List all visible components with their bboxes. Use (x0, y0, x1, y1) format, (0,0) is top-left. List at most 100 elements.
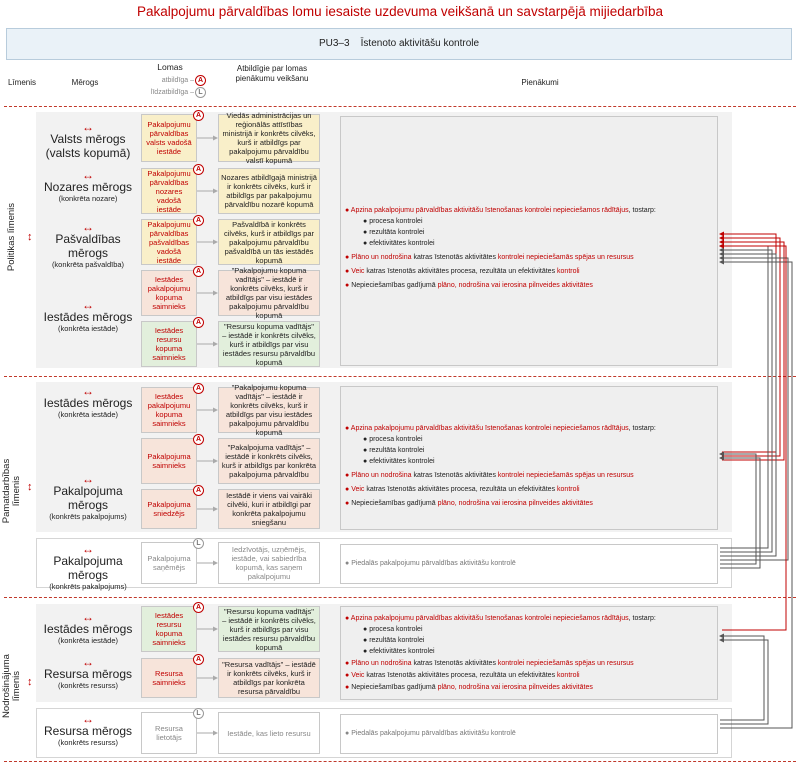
level-pamatdarbibas-arrow: ↕ (27, 481, 33, 493)
badge-a: A (193, 317, 204, 328)
scale-arrow: ↔ (82, 168, 94, 182)
header-level: Līmenis (7, 78, 36, 87)
scale-iestades-politikas: ↔ Iestādes mērogs(konkrēta iestāde) (40, 298, 136, 334)
header-roles: Lomas (157, 62, 183, 72)
separator-1 (4, 376, 796, 377)
duty-subitem: ● procesa kontrolei (363, 626, 423, 633)
duty-subitem: ● rezultāta kontrolei (363, 229, 425, 236)
legend-l-badge: L (195, 87, 206, 98)
role-pakalpojuma-saimnieks: Pakalpojuma saimnieks (141, 438, 197, 484)
badge-a: A (193, 215, 204, 226)
header-responsible: Atbildīgie par lomas pienākumu veikšanu (235, 64, 309, 83)
badge-a: A (193, 266, 204, 277)
scale-arrow: ↔ (82, 655, 94, 669)
duty-subitem: ● efektivitātes kontrolei (363, 648, 435, 655)
bullet: ● (345, 268, 350, 275)
separator-top (4, 106, 796, 107)
scale-pakalpojuma: ↔ Pakalpojuma mērogs(konkrēts pakalpojum… (38, 472, 138, 522)
process-bar: PU3–3 Īstenoto aktivitāšu kontrole (6, 28, 792, 60)
badge-a: A (193, 383, 204, 394)
scale-pasvaldibas: ↔ Pašvaldības mērogs(konkrēta pašvaldība… (40, 220, 136, 270)
scale-iestades-pamatdarbibas: ↔ Iestādes mērogs(konkrēta iestāde) (40, 384, 136, 420)
duties-nodrosinajuma: ● Apzina pakalpojumu pārvaldības aktivit… (340, 606, 718, 700)
role-pakalpojumu-kopuma-saimnieks-2: Iestādes pakalpojumu kopuma saimnieks (141, 387, 197, 433)
scale-arrow: ↔ (82, 384, 94, 398)
duty-subitem: ● efektivitātes kontrolei (363, 458, 435, 465)
legend-a-badge: A (195, 75, 206, 86)
level-nodrosinajuma: Nodrošinājuma līmenis (1, 654, 22, 718)
bullet: ● (345, 560, 350, 567)
scale-nozares: ↔ Nozares mērogs(konkrēta nozare) (40, 168, 136, 204)
level-pamatdarbibas: Pamatdarbības līmenis (1, 458, 22, 524)
bullet: ● (345, 730, 350, 737)
bullet: ● (345, 207, 350, 214)
badge-a: A (193, 164, 204, 175)
scale-resursa: ↔ Resursa mērogs(konkrēts resurss) (40, 655, 136, 691)
role-nozares-vadosa: Pakalpojumu pārvaldības nozares vadošā i… (141, 168, 197, 214)
duty-subitem: ● rezultāta kontrolei (363, 637, 425, 644)
duty-subitem: ● rezultāta kontrolei (363, 447, 425, 454)
level-politikas-arrow: ↕ (27, 231, 33, 243)
role-resursa-saimnieks: Resursa saimnieks (141, 658, 197, 698)
bullet: ● (345, 282, 350, 289)
bullet: ● (345, 500, 350, 507)
bullet: ● (345, 684, 350, 691)
scale-arrow: ↔ (82, 220, 94, 234)
process-code: PU3–3 (318, 38, 350, 49)
resp-pakalpojuma-vaditajs: "Pakalpojuma vadītājs" – iestādē ir konk… (218, 438, 320, 484)
feedback-connectors (719, 231, 793, 729)
scale-arrow: ↔ (82, 120, 94, 134)
role-resursa-lietotajs: Resursa lietotājs (141, 712, 197, 754)
badge-l: L (193, 538, 204, 549)
scale-resursa-user: ↔ Resursa mērogs(konkrēts resurss) (40, 712, 136, 748)
badge-a: A (193, 485, 204, 496)
legend-coresponsible: līdzatbildīga – (150, 89, 194, 96)
resp-resursa-vaditajs: "Resursa vadītājs" – iestādē ir konkrēts… (218, 658, 320, 698)
role-resursu-kopuma-saimnieks-2: Iestādes resursu kopuma saimnieks (141, 606, 197, 652)
resp-resursu-kopuma-vaditajs-2: "Resursu kopuma vadītājs" – iestādē ir k… (218, 606, 320, 652)
level-politikas: Politikas līmenis (6, 202, 17, 272)
role-pakalpojumu-kopuma-saimnieks: Iestādes pakalpojumu kopuma saimnieks (141, 270, 197, 316)
resp-resursa-lietotajs: Iestāde, kas lieto resursu (218, 712, 320, 754)
duty-subitem: ● efektivitātes kontrolei (363, 240, 435, 247)
scale-arrow: ↔ (82, 712, 94, 726)
role-resursu-kopuma-saimnieks: Iestādes resursu kopuma saimnieks (141, 321, 197, 367)
separator-bottom (4, 761, 796, 762)
bullet: ● (345, 660, 350, 667)
bullet: ● (345, 472, 350, 479)
duty-subitem: ● procesa kontrolei (363, 218, 423, 225)
resp-resursu-kopuma-vaditajs: "Resursu kopuma vadītājs" – iestādē ir k… (218, 321, 320, 367)
legend-responsible: atbildīga – (161, 77, 194, 84)
duties-nodrosinajuma-user: ● Piedalās pakalpojumu pārvaldības aktiv… (340, 714, 718, 754)
badge-a: A (193, 654, 204, 665)
duties-pamatdarbibas-receiver: ● Piedalās pakalpojumu pārvaldības aktiv… (340, 544, 718, 584)
resp-pasvaldibas: Pašvaldībā ir konkrēts cilvēks, kurš ir … (218, 219, 320, 265)
duty-subitem: ● procesa kontrolei (363, 436, 423, 443)
resp-pakalpojuma-sniedzeji: Iestādē ir viens vai vairāki cilvēki, ku… (218, 489, 320, 529)
scale-iestades-nodrosinajuma: ↔ Iestādes mērogs(konkrēta iestāde) (40, 611, 136, 646)
resp-valsts: Viedās administrācijas un reģionālās att… (218, 111, 320, 165)
resp-pakalpojumu-kopuma-vaditajs: "Pakalpojumu kopuma vadītājs" – iestādē … (218, 266, 320, 320)
level-nodrosinajuma-arrow: ↕ (27, 676, 33, 688)
badge-a: A (193, 110, 204, 121)
scale-valsts: ↔ Valsts mērogs(valsts kopumā) (40, 120, 136, 160)
header-duties: Pienākumi (521, 78, 559, 87)
bullet: ● (345, 672, 350, 679)
role-pasvaldibas-vadosa: Pakalpojumu pārvaldības pašvaldības vado… (141, 219, 197, 265)
separator-2 (4, 597, 796, 598)
badge-l: L (193, 708, 204, 719)
scale-arrow: ↔ (82, 542, 94, 556)
badge-a: A (193, 434, 204, 445)
resp-pakalpojuma-sanemejs: Iedzīvotājs, uzņēmējs, iestāde, vai sabi… (218, 542, 320, 584)
duties-politikas: ● Apzina pakalpojumu pārvaldības aktivit… (340, 116, 718, 366)
scale-pakalpojuma-receiver: ↔ Pakalpojuma mērogs(konkrēts pakalpojum… (38, 542, 138, 592)
bullet: ● (345, 254, 350, 261)
role-valsts-vadosa: Pakalpojumu pārvaldības valsts vadošā ie… (141, 114, 197, 162)
scale-arrow: ↔ (82, 472, 94, 486)
bullet: ● (345, 425, 350, 432)
scale-arrow: ↔ (82, 298, 94, 312)
header-scale: Mērogs (71, 78, 99, 87)
role-connectors (197, 135, 218, 736)
bullet: ● (345, 486, 350, 493)
duties-pamatdarbibas: ● Apzina pakalpojumu pārvaldības aktivit… (340, 386, 718, 530)
